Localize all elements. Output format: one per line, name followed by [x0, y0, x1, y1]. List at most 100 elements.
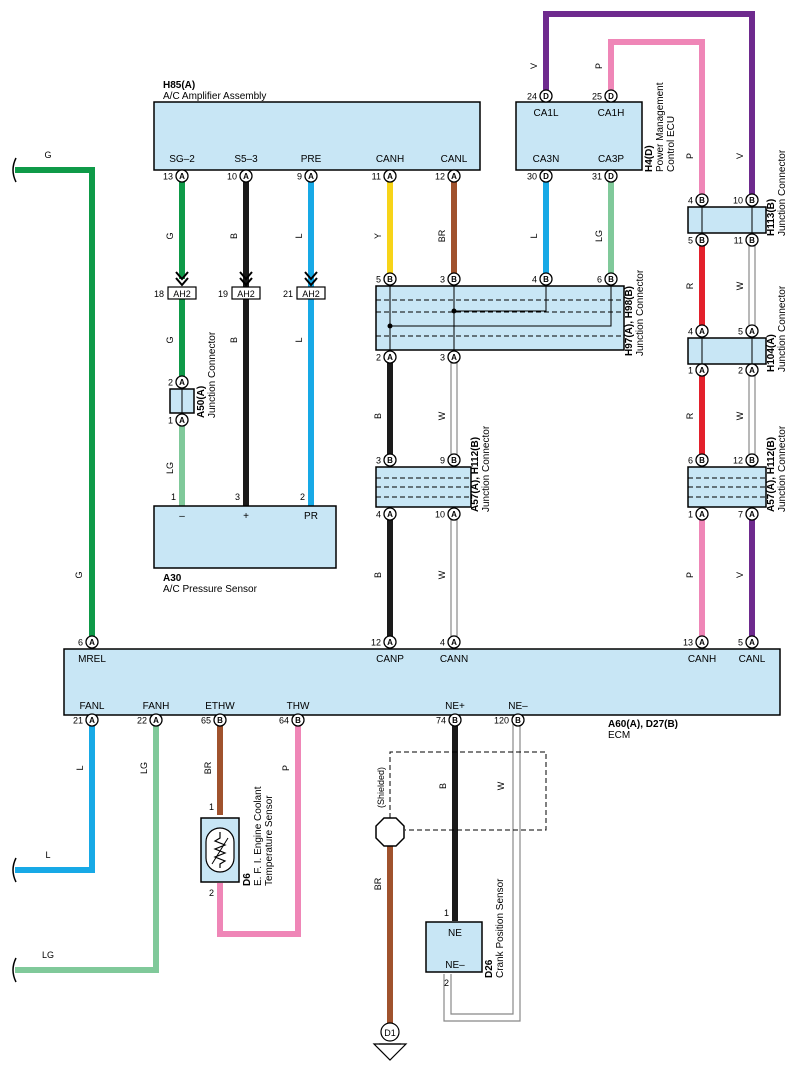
a50-label: A50(A) Junction Connector: [196, 331, 218, 418]
pin-marker: [695, 635, 709, 649]
pin-letter: A: [699, 638, 705, 647]
h104-name: Junction Connector: [777, 285, 788, 372]
pin-letter: A: [451, 638, 457, 647]
pin-marker: [539, 272, 553, 286]
pin-marker: [695, 233, 709, 247]
d26-label: D26 Crank Position Sensor: [484, 878, 506, 978]
wire-label-w-cann2: W: [437, 570, 447, 579]
ah2-box-2: [231, 286, 261, 300]
pin-marker: [511, 713, 525, 727]
ah2-num-3: 21: [283, 289, 293, 299]
pin-letter: A: [308, 172, 314, 181]
ground-icon: [372, 1043, 408, 1061]
pin-number: 5: [738, 327, 743, 337]
wire-w-cann-2: [450, 519, 458, 637]
h104-box: [687, 337, 767, 365]
pin-number: 4: [688, 327, 693, 337]
pin-letter: A: [749, 638, 755, 647]
pin-number: 21: [73, 716, 83, 726]
ground-d1-circle: [380, 1022, 400, 1042]
pin-marker: [85, 713, 99, 727]
h4-pin-ca3n: CA3N: [533, 154, 560, 165]
a57l-name: Junction Connector: [481, 425, 492, 512]
wire-label-w-cann1: W: [437, 411, 447, 420]
ah2-label-2: AH2: [237, 289, 255, 299]
d6-name2: Temperature Sensor: [264, 795, 275, 886]
wire-label-v-ca1l: V: [529, 63, 539, 69]
pin-number: 3: [235, 492, 240, 502]
ah2-chevron-1: [175, 271, 189, 287]
pin-marker: [745, 635, 759, 649]
pin-letter: A: [451, 510, 457, 519]
pin-number: 1: [688, 366, 693, 376]
wire-l-fanl: [15, 721, 95, 873]
h97-label: H97(A), H98(B) Junction Connector: [624, 269, 646, 356]
pin-letter: B: [543, 275, 549, 284]
pin-letter: A: [451, 353, 457, 362]
d26-code: D26: [484, 959, 495, 978]
wire-label-v-right: V: [735, 153, 745, 159]
pin-number: 4: [440, 638, 445, 648]
pin-marker: [291, 713, 305, 727]
pin-marker: [447, 453, 461, 467]
a57l-code: A57(A), H112(B): [470, 437, 481, 512]
pin-marker: [604, 89, 618, 103]
d26-pin-ne: NE: [448, 928, 462, 939]
d26-name: Crank Position Sensor: [495, 878, 506, 978]
pin-number: 10: [733, 196, 743, 206]
pin-marker: [448, 713, 462, 727]
wire-end-l-icon: [12, 857, 17, 883]
wire-p-ca1h: [608, 39, 705, 197]
h113-name: Junction Connector: [777, 149, 788, 236]
pin-marker: [695, 363, 709, 377]
pin-number: 13: [683, 638, 693, 648]
a50-code: A50(A): [196, 386, 207, 418]
pin-letter: B: [451, 275, 457, 284]
pin-marker: [447, 635, 461, 649]
pin-letter: B: [608, 275, 614, 284]
wire-label-l-pre: L: [294, 233, 304, 238]
pin-number: 6: [597, 275, 602, 285]
pin-number: 1: [209, 802, 214, 812]
d6-label: D6 E. F. I. Engine Coolant Temperature S…: [242, 786, 275, 886]
pin-number: 2: [376, 353, 381, 363]
pin-number: 64: [279, 716, 289, 726]
a30-pin-pr: PR: [304, 511, 318, 522]
ecm-box: [63, 648, 781, 716]
wire-w-ne: [450, 724, 514, 1015]
h4-name2: Control ECU: [666, 116, 677, 172]
wire-label-b-s53: B: [229, 233, 239, 239]
h97-box: [375, 285, 625, 351]
wire-label-lg-ca3p: LG: [594, 230, 604, 242]
pin-marker: [175, 169, 189, 183]
wire-label-v-low: V: [735, 572, 745, 578]
pin-marker: [383, 272, 397, 286]
pin-marker: [304, 169, 318, 183]
wire-label-br-canl: BR: [437, 229, 447, 242]
d26-box: [425, 921, 483, 973]
wire-label-p-low: P: [685, 572, 695, 578]
wire-label-l-left: L: [45, 850, 50, 860]
pin-marker: [383, 350, 397, 364]
shield-icon: [375, 817, 405, 847]
h97-name: Junction Connector: [635, 269, 646, 356]
pin-letter: A: [699, 510, 705, 519]
wire-label-b-ne: B: [438, 783, 448, 789]
wire-end-g-icon: [12, 157, 17, 183]
pin-number: 1: [171, 492, 176, 502]
pin-letter: B: [749, 456, 755, 465]
ecm-pin-neplus: NE+: [445, 701, 465, 712]
pin-number: 10: [227, 172, 237, 182]
pin-marker: [175, 375, 189, 389]
wire-g-mrel: [15, 167, 95, 643]
h85-pin-canh: CANH: [376, 154, 404, 165]
wire-label-l-ah2: L: [294, 337, 304, 342]
wire-end-lg-icon: [12, 957, 17, 983]
pin-letter: B: [699, 196, 705, 205]
ecm-pin-neminus: NE–: [508, 701, 528, 712]
pin-letter: B: [295, 716, 301, 725]
ecm-pin-thw: THW: [287, 701, 310, 712]
wire-label-g-main: G: [74, 571, 84, 578]
wire-label-b-canp1: B: [373, 413, 383, 419]
pin-number: 2: [738, 366, 743, 376]
